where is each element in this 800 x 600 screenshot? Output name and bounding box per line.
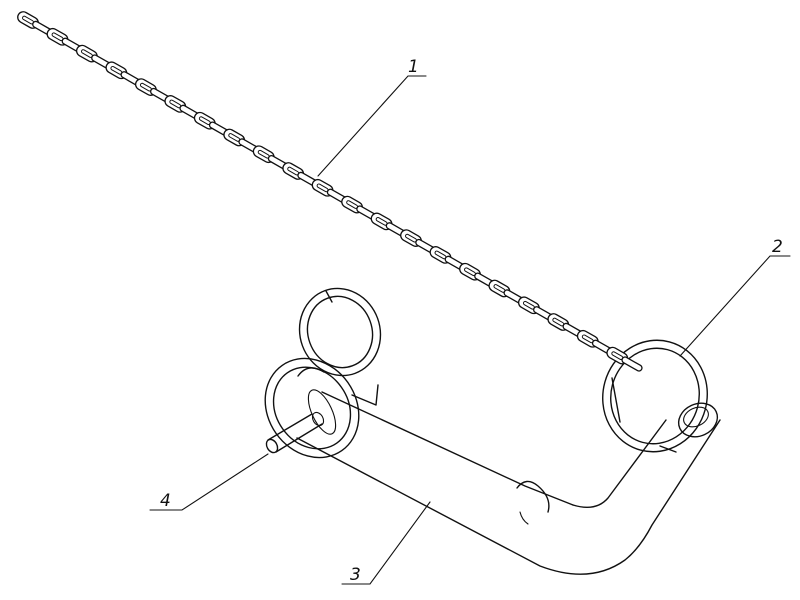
leader-1 [317,75,427,177]
callout-4: 4 [160,491,171,511]
leader-3 [341,501,431,585]
chain [17,11,643,372]
callout-3: 3 [350,565,361,585]
chain-link [621,356,643,372]
leader-lines [149,75,791,585]
split-ring-right [602,339,708,453]
callout-1: 1 [408,57,419,77]
bent-pin [265,384,721,575]
leader-2 [679,255,791,357]
leader-4 [149,453,269,511]
split-ring-left [264,357,360,459]
callout-2: 2 [772,237,783,257]
pin-top-ring [298,287,382,377]
